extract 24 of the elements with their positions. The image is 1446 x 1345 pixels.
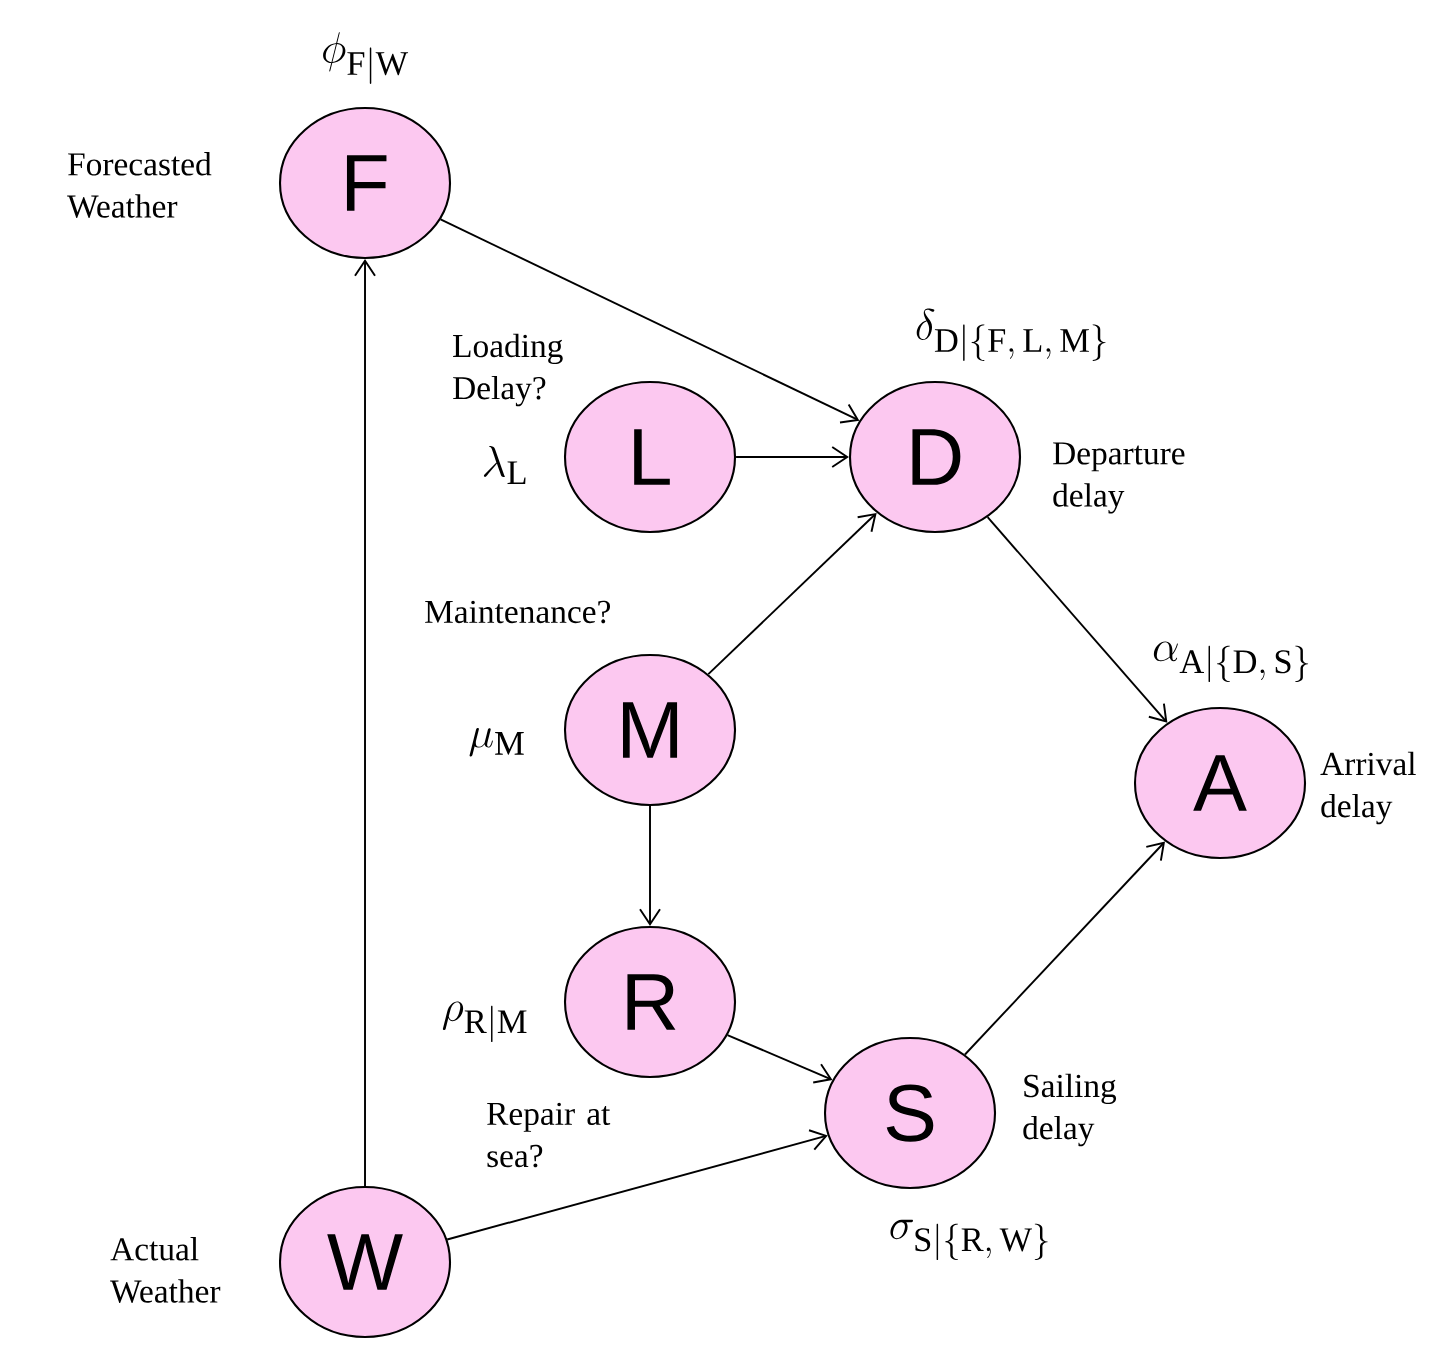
arrow: [639, 805, 661, 926]
arrow: [439, 218, 860, 424]
parameter-label: $\rho_{\mathrm{R|M}}$: [442, 1001, 527, 1043]
arrow: [735, 446, 849, 468]
arrow: [446, 1129, 828, 1241]
arrow: [964, 841, 1166, 1056]
arrow: [707, 512, 877, 676]
arrow: [726, 1034, 833, 1084]
parameter-label: $\phi_{\mathrm{F|W}}$: [323, 32, 409, 84]
variable-label: Repair at sea?: [487, 1102, 611, 1168]
arrow: [986, 516, 1168, 723]
variable-label: Actual Weather: [110, 1237, 221, 1303]
variable-label: Forecasted Weather: [67, 152, 212, 218]
variable-label: Loading Delay?: [453, 333, 563, 407]
parameter-label: $\lambda_{\mathrm{L}}$: [483, 446, 526, 484]
parameter-label: $\delta_{\mathrm{D|\{F,\,L,\,M\}}}$: [916, 308, 1106, 361]
parameter-label: $\mu_{\mathrm{M}}$: [469, 727, 524, 757]
variable-label: Maintenance?: [425, 600, 610, 624]
variable-label: Sailing delay: [1023, 1073, 1117, 1147]
variable-label: Departure delay: [1053, 442, 1185, 514]
variable-label: Arrival delay: [1320, 751, 1416, 825]
arrow: [354, 259, 376, 1187]
parameter-label: $\sigma_{\mathrm{S|\{R,\,W\}}}$: [890, 1219, 1048, 1261]
parameter-label: $\alpha_{\mathrm{A|\{D,\,S\}}}$: [1153, 641, 1309, 683]
